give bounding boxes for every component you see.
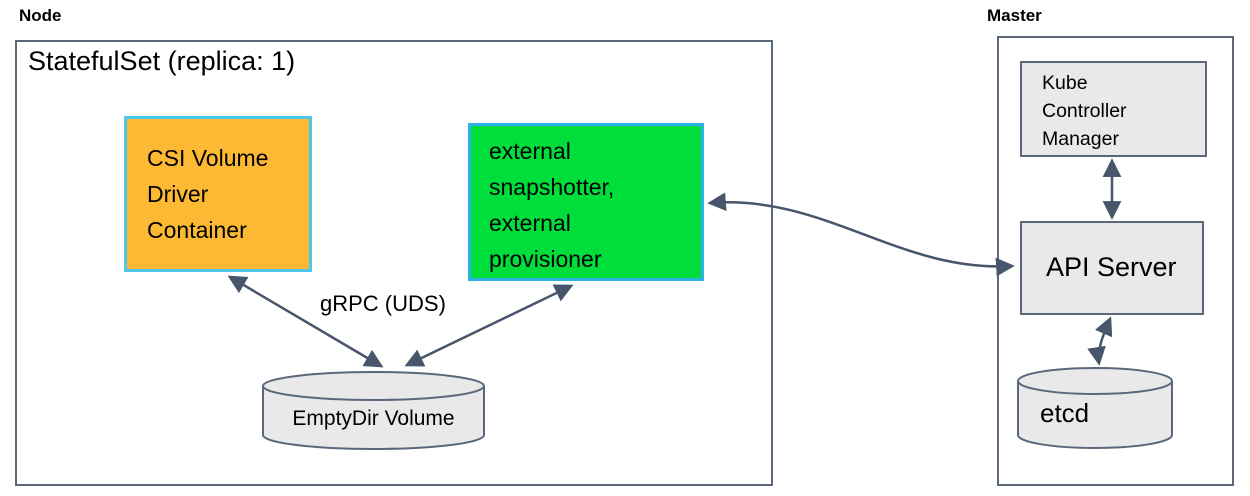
master-group-label: Master [987,6,1042,25]
csi-volume-driver-container-box: CSI Volume Driver Container [124,116,312,272]
etcd-label: etcd [1040,398,1090,428]
statefulset-title: StatefulSet (replica: 1) [28,46,296,76]
node-group-label: Node [19,6,62,25]
kube-controller-manager-box: Kube Controller Manager [1020,61,1207,157]
external-snapshotter-provisioner-box: external snapshotter, external provision… [468,123,704,281]
api-server-box: API Server [1020,221,1204,315]
grpc-uds-label: gRPC (UDS) [320,291,446,316]
emptydir-volume-label: EmptyDir Volume [292,407,455,430]
